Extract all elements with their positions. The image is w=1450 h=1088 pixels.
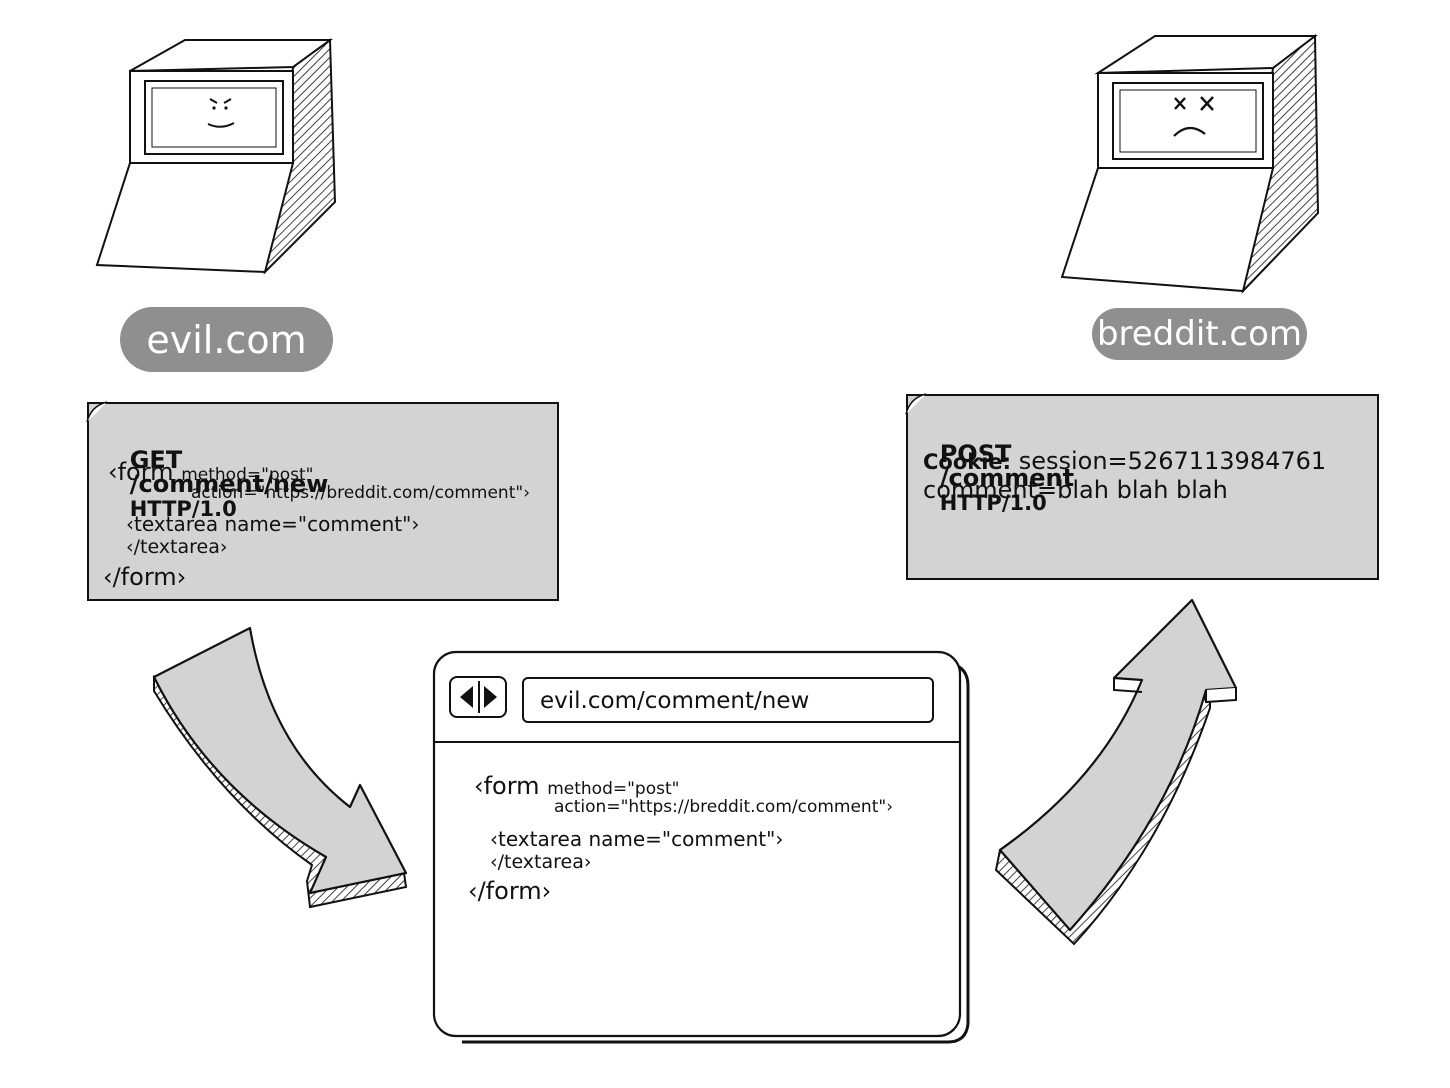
note-fold-corner — [86, 401, 108, 423]
evil-com-label-text: evil.com — [146, 317, 307, 362]
cookie-label: Cookie: — [923, 450, 1012, 474]
evil-computer-icon — [95, 38, 337, 275]
evil-get-request-note — [87, 402, 559, 601]
request-line-get: GET /comment/new HTTP/1.0 — [113, 424, 329, 521]
http-path: /comment/new — [129, 470, 329, 498]
curved-arrow-down-right-icon — [152, 626, 408, 909]
curved-arrow-up-right-icon — [994, 598, 1238, 946]
form-method-attr: method="post" — [547, 779, 680, 799]
form-open: ‹form method="post" — [108, 460, 313, 484]
form-close: ‹/form› — [103, 563, 187, 591]
textarea-name-attr: name="comment"› — [224, 512, 420, 536]
note-fold-corner — [905, 393, 927, 415]
browser-textarea-close: ‹/textarea› — [490, 851, 592, 873]
form-method-attr: method="post" — [181, 465, 314, 485]
http-version: HTTP/1.0 — [939, 491, 1047, 515]
browser-form-action-attr: action="https://breddit.com/comment"› — [554, 797, 893, 817]
browser-textarea-open: ‹textarea name="comment"› — [490, 829, 783, 849]
textarea-name-attr: name="comment"› — [588, 827, 784, 851]
form-action-attr: action="https://breddit.com/comment"› — [191, 483, 530, 503]
breddit-com-label-text: breddit.com — [1096, 314, 1303, 354]
address-bar[interactable]: evil.com/comment/new — [522, 677, 934, 723]
cookie-line: Cookie: session=5267113984761 — [923, 449, 1326, 473]
breddit-computer-icon — [1060, 34, 1320, 294]
triangle-right-icon[interactable] — [484, 686, 497, 708]
http-method: POST — [939, 440, 1012, 468]
nav-buttons[interactable] — [449, 676, 507, 718]
address-bar-url[interactable]: evil.com/comment/new — [540, 688, 810, 714]
http-path: /comment — [939, 464, 1075, 492]
triangle-left-icon[interactable] — [460, 686, 473, 708]
form-open-tag: ‹form — [108, 458, 174, 486]
textarea-open: ‹textarea name="comment"› — [126, 514, 419, 534]
breddit-post-request-note — [906, 394, 1379, 580]
form-open-tag: ‹form — [474, 772, 540, 800]
browser-form-open: ‹form method="post" — [474, 774, 679, 798]
http-method: GET — [129, 446, 183, 474]
evil-com-label: evil.com — [120, 307, 333, 372]
http-version: HTTP/1.0 — [129, 497, 237, 521]
browser-window: evil.com/comment/new ‹form method="post"… — [432, 650, 970, 1044]
breddit-com-label: breddit.com — [1092, 308, 1307, 360]
request-line-post: POST /comment HTTP/1.0 — [923, 418, 1074, 514]
browser-frame — [432, 650, 970, 1044]
textarea-close: ‹/textarea› — [126, 536, 228, 558]
textarea-open-tag: ‹textarea — [126, 512, 219, 536]
browser-form-close: ‹/form› — [468, 877, 552, 905]
comment-line: comment=blah blah blah — [923, 476, 1228, 504]
cookie-value: session=5267113984761 — [1018, 447, 1327, 475]
textarea-open-tag: ‹textarea — [490, 827, 583, 851]
